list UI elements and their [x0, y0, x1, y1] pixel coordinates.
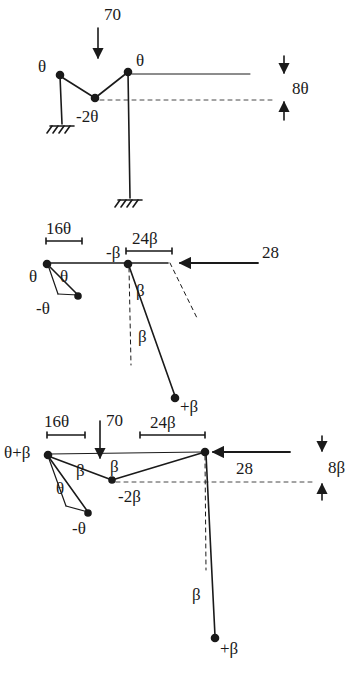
annotation-label: β [76, 462, 85, 479]
annotation-label: -θ [72, 520, 86, 537]
annotation-label: 16θ [46, 220, 71, 237]
annotation-label: θ [56, 480, 64, 497]
annotation-label: +β [220, 640, 238, 657]
annotation-label: θ [38, 58, 46, 75]
annotation-label: 24β [150, 414, 176, 431]
annotation-label: -2θ [76, 108, 98, 125]
annotation-label: β [138, 328, 147, 345]
annotation-label: 24β [132, 230, 158, 247]
annotation-label: -θ [36, 300, 50, 317]
annotation-label: 70 [104, 6, 121, 23]
annotation-label: 16θ [44, 413, 69, 430]
annotation-label: 28 [236, 460, 253, 477]
annotation-label: 28 [262, 244, 279, 261]
annotation-label: β [192, 586, 201, 603]
annotation-label: 8θ [292, 80, 309, 97]
annotation-label: +β [180, 398, 198, 415]
annotation-label: θ+β [4, 444, 30, 461]
annotation-label: θ [136, 52, 144, 69]
annotation-label: β [136, 282, 145, 299]
annotation-label: -β [106, 244, 120, 261]
annotation-label: 70 [106, 412, 123, 429]
annotation-label: θ [60, 268, 68, 285]
annotation-label: 8β [328, 459, 345, 476]
annotation-label: β [110, 458, 119, 475]
annotation-label: -2β [118, 488, 141, 505]
annotation-label: θ [29, 268, 37, 285]
